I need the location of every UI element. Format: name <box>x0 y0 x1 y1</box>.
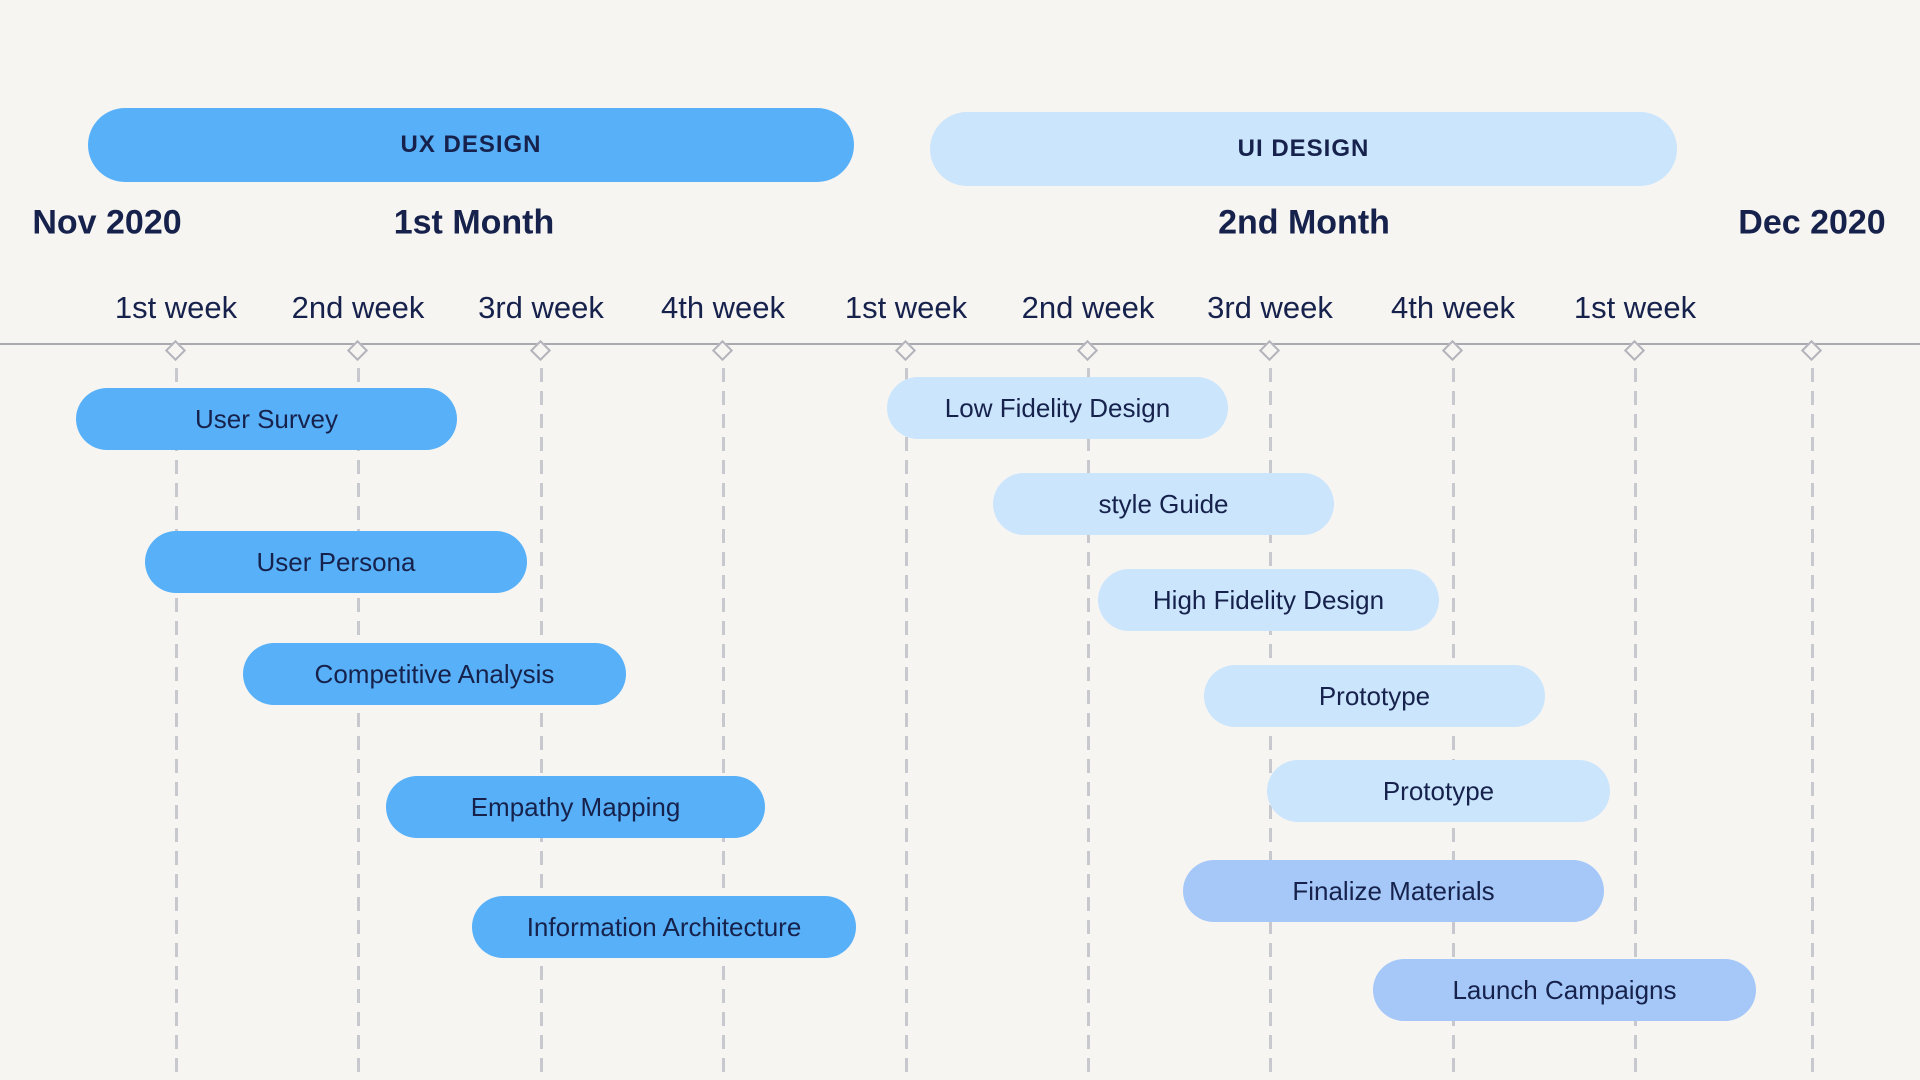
month-label: 1st Month <box>393 203 555 242</box>
task-label: Prototype <box>1318 680 1431 711</box>
week-label: 3rd week <box>478 290 604 325</box>
task-label: Empathy Mapping <box>470 791 681 822</box>
task-bar-style-guide[interactable]: style Guide <box>993 473 1334 535</box>
task-bar-competitive-analysis[interactable]: Competitive Analysis <box>243 643 626 705</box>
phase-pill-ui-design[interactable]: UI DESIGN <box>930 112 1677 186</box>
week-label: 1st week <box>844 290 968 325</box>
gridline-dashed <box>904 345 908 1080</box>
gridline-dashed <box>1810 345 1814 1080</box>
week-label: 1st week <box>1573 290 1697 325</box>
week-label: 2nd week <box>291 290 425 325</box>
task-label: Competitive Analysis <box>314 658 555 689</box>
gridline-dashed <box>174 345 178 1080</box>
task-bar-information-architecture[interactable]: Information Architecture <box>472 896 856 958</box>
week-label: 4th week <box>1390 290 1516 325</box>
task-bar-low-fidelity-design[interactable]: Low Fidelity Design <box>887 377 1228 439</box>
task-bar-finalize-materials[interactable]: Finalize Materials <box>1183 860 1604 922</box>
task-bar-empathy-mapping[interactable]: Empathy Mapping <box>386 776 765 838</box>
task-label: High Fidelity Design <box>1152 584 1385 615</box>
month-label: Dec 2020 <box>1738 203 1886 242</box>
task-label: User Persona <box>256 546 416 577</box>
task-label: Launch Campaigns <box>1452 974 1677 1005</box>
task-label: User Survey <box>194 403 339 434</box>
gridline-dashed <box>356 345 360 1080</box>
phase-pill-ux-design[interactable]: UX DESIGN <box>88 108 854 182</box>
phase-label: UX DESIGN <box>400 131 542 158</box>
task-label: Information Architecture <box>526 911 802 942</box>
gridline-dashed <box>539 345 543 1080</box>
timeline-axis <box>0 343 1920 345</box>
task-bar-user-survey[interactable]: User Survey <box>76 388 457 450</box>
month-label: Nov 2020 <box>32 203 182 242</box>
week-label: 4th week <box>660 290 786 325</box>
task-label: Low Fidelity Design <box>944 392 1171 423</box>
week-label: 2nd week <box>1021 290 1155 325</box>
week-label: 1st week <box>114 290 238 325</box>
phase-label: UI DESIGN <box>1237 135 1370 162</box>
task-label: style Guide <box>1098 488 1229 519</box>
task-label: Prototype <box>1382 775 1495 806</box>
task-bar-user-persona[interactable]: User Persona <box>145 531 527 593</box>
gridline-dashed <box>721 345 725 1080</box>
gridline-dashed <box>1633 345 1637 1080</box>
task-bar-high-fidelity-design[interactable]: High Fidelity Design <box>1098 569 1439 631</box>
task-bar-prototype[interactable]: Prototype <box>1204 665 1545 727</box>
gridline-dashed <box>1086 345 1090 1080</box>
task-bar-launch-campaigns[interactable]: Launch Campaigns <box>1373 959 1756 1021</box>
task-bar-prototype[interactable]: Prototype <box>1267 760 1610 822</box>
month-label: 2nd Month <box>1218 203 1390 242</box>
task-label: Finalize Materials <box>1292 875 1495 906</box>
week-label: 3rd week <box>1207 290 1333 325</box>
